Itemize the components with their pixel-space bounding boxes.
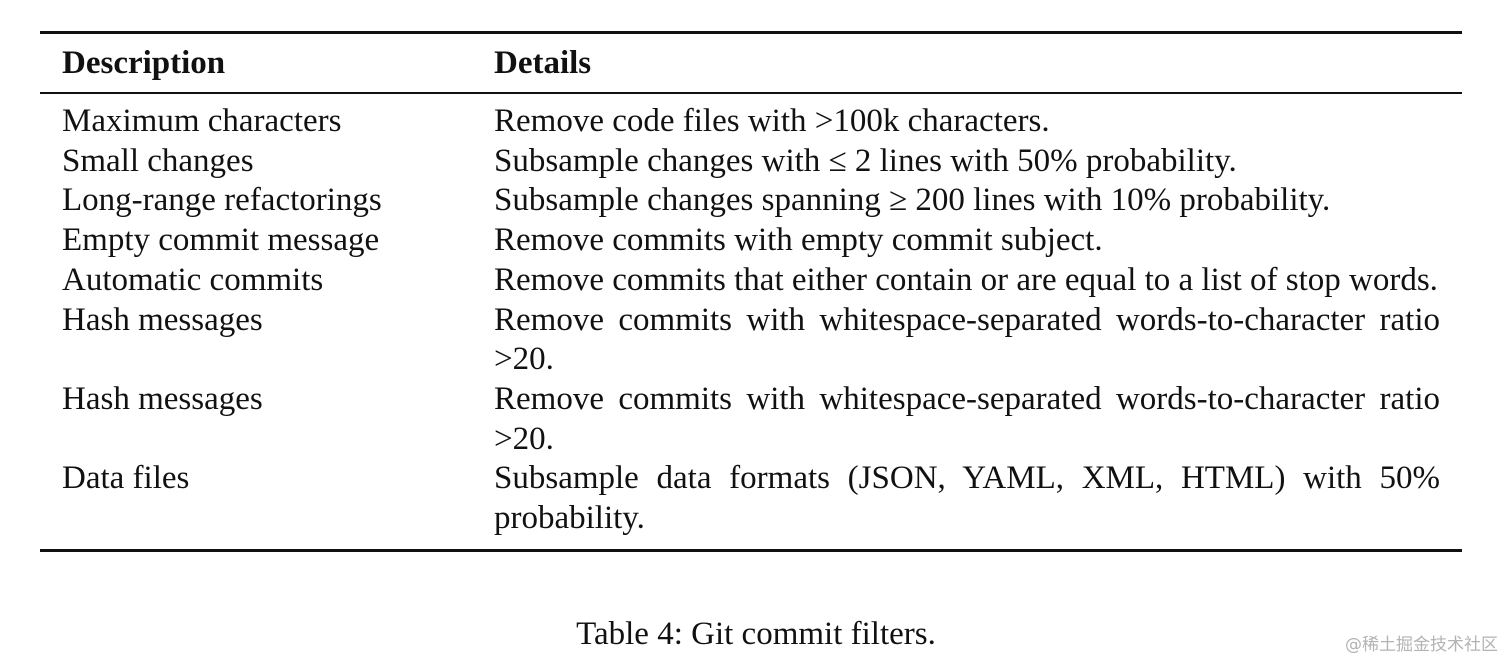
table-row: Long-range refactorings Subsample change… <box>40 181 1462 221</box>
row-description: Data files <box>62 460 190 497</box>
row-details: Subsample data formats (JSON, YAML, XML,… <box>494 460 1440 537</box>
row-description: Hash messages <box>62 301 263 338</box>
row-description: Maximum characters <box>62 103 342 139</box>
table-row: Empty commit message Remove commits with… <box>40 221 1462 261</box>
table-header-rule <box>40 92 1462 94</box>
table-header-row: Description Details <box>40 34 1462 92</box>
row-details: Subsample changes with ≤ 2 lines with 50… <box>494 142 1237 179</box>
row-description: Small changes <box>62 142 254 179</box>
table-row: Hash messages Remove commits with whites… <box>40 301 1462 380</box>
row-details: Remove commits with empty commit subject… <box>494 222 1103 259</box>
table-bottom-rule <box>40 548 1462 552</box>
table-row: Maximum characters Remove code files wit… <box>40 102 1462 142</box>
commit-filters-table: Description Details Maximum characters R… <box>40 31 1462 552</box>
row-description: Long-range refactorings <box>62 182 382 219</box>
row-description: Hash messages <box>62 380 263 417</box>
table-top-rule <box>40 31 1462 34</box>
table-body: Maximum characters Remove code files wit… <box>40 94 1462 549</box>
row-details: Remove commits that either contain or ar… <box>494 261 1438 298</box>
row-details: Remove commits with whitespace-separated… <box>494 301 1440 378</box>
row-details: Remove commits with whitespace-separated… <box>494 380 1440 457</box>
row-description: Automatic commits <box>62 261 324 298</box>
row-details: Subsample changes spanning ≥ 200 lines w… <box>494 182 1331 219</box>
table-row: Small changes Subsample changes with ≤ 2… <box>40 142 1462 182</box>
row-details: Remove code files with >100k characters. <box>494 103 1050 139</box>
table-row: Hash messages Remove commits with whites… <box>40 380 1462 459</box>
watermark: @稀土掘金技术社区 <box>1345 635 1498 655</box>
table-row: Data files Subsample data formats (JSON,… <box>40 459 1462 538</box>
table-row: Automatic commits Remove commits that ei… <box>40 261 1462 301</box>
header-details: Details <box>494 44 592 81</box>
row-description: Empty commit message <box>62 222 380 259</box>
table-caption: Table 4: Git commit filters. <box>576 616 936 652</box>
header-description: Description <box>62 44 226 81</box>
